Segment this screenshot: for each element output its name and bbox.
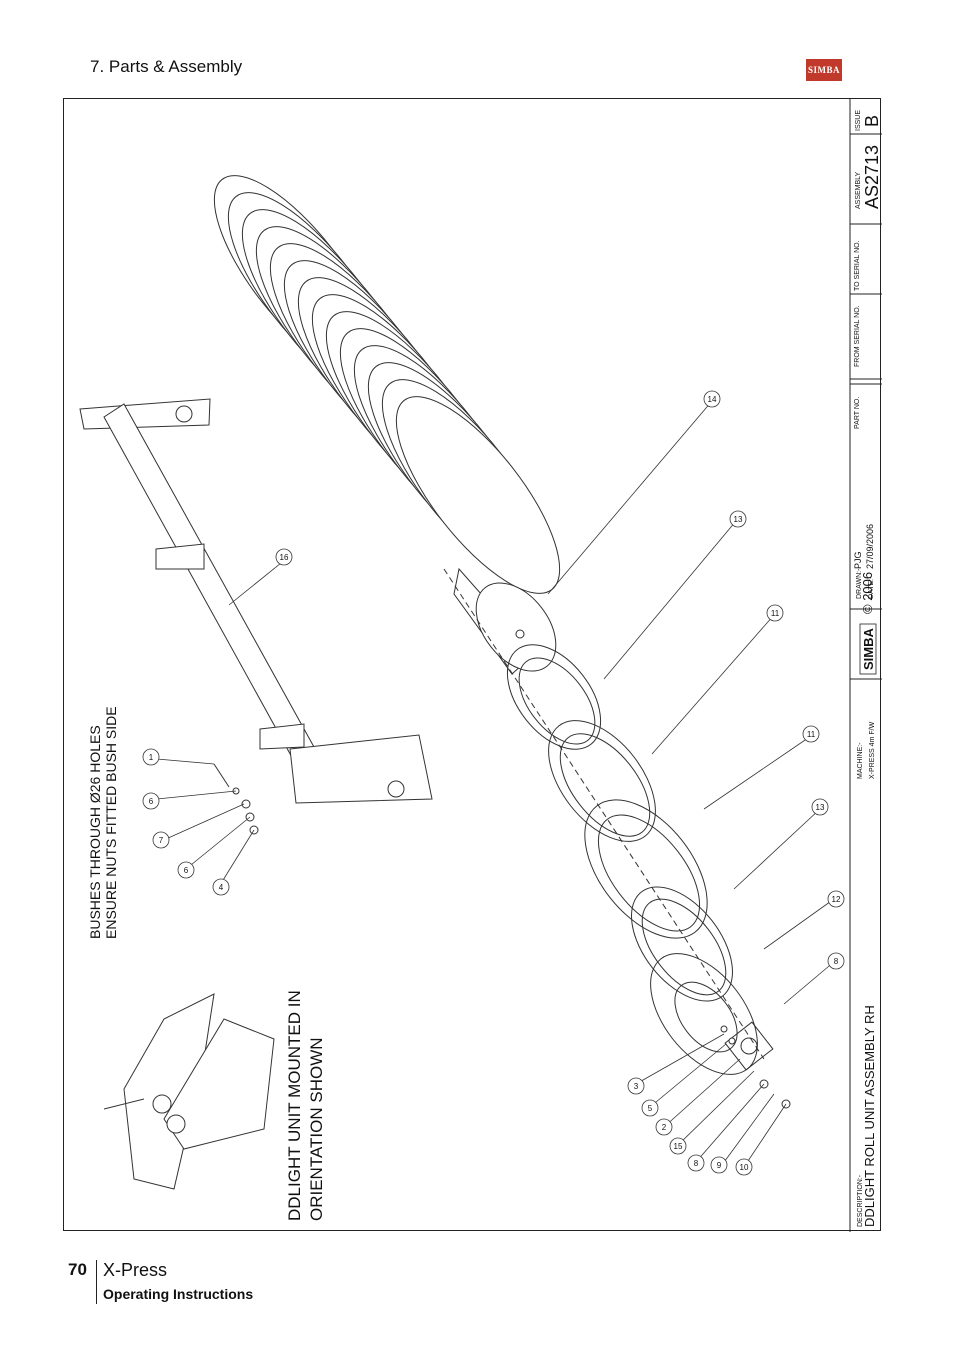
callout-number: 6 [184, 866, 189, 875]
callout-number: 2 [662, 1123, 667, 1132]
side-rings [443, 568, 774, 1075]
drawn-label: DRAWN:- [856, 568, 863, 599]
callout-number: 1 [149, 753, 154, 762]
callout-number: 13 [816, 803, 825, 812]
callout-number: 14 [708, 395, 717, 404]
roll-body [213, 175, 561, 675]
orientation-sketch [103, 993, 275, 1190]
simba-logo-box [859, 623, 877, 675]
machine-value: X-PRESS 4m F/W [869, 721, 876, 779]
callout-number: 6 [149, 797, 154, 806]
issue-label: ISSUE [855, 110, 862, 131]
footer-divider [96, 1260, 97, 1304]
issue-value: B [862, 115, 882, 127]
callout-marker: 11 [766, 604, 784, 622]
bushes-note-line2: ENSURE NUTS FITTED BUSH SIDE [103, 706, 119, 939]
callout-marker: 12 [827, 890, 845, 908]
title-block [849, 99, 882, 1232]
callout-number: 11 [771, 609, 780, 618]
drawn-value: PJG [853, 551, 863, 569]
callout-marker: 6 [142, 792, 160, 810]
callout-marker: 14 [703, 390, 721, 408]
callout-layer: 1 6 7 6 4 16 14 13 11 11 13 12 8 3 5 2 1… [142, 390, 845, 1176]
copyright: © 2006 [860, 572, 875, 614]
callout-number: 8 [834, 957, 839, 966]
description-label: DESCRIPTION:- [857, 1174, 864, 1227]
callout-number: 7 [159, 836, 164, 845]
callout-number: 5 [648, 1104, 653, 1113]
notes-layer: BUSHES THROUGH Ø26 HOLES ENSURE NUTS FIT… [87, 110, 882, 1227]
callout-marker: 8 [827, 952, 845, 970]
callout-marker: 15 [669, 1137, 687, 1155]
page-number: 70 [68, 1260, 87, 1279]
machine-label: MACHINE:- [857, 742, 864, 779]
date-label: DATE:- [868, 576, 875, 599]
callout-number: 9 [717, 1161, 722, 1170]
assembly-drawing [79, 99, 882, 1232]
assembly-label: ASSEMBLY [855, 171, 862, 209]
part-no-label: PART NO. [854, 397, 861, 429]
callout-number: 13 [734, 515, 743, 524]
callout-marker: 2 [655, 1118, 673, 1136]
callout-marker: 8 [687, 1154, 705, 1172]
drawing-frame: 1 6 7 6 4 16 14 13 11 11 13 12 8 3 5 2 1… [63, 98, 882, 1232]
mounting-bar [79, 398, 433, 804]
callout-marker: 4 [212, 878, 230, 896]
callout-number: 12 [832, 895, 841, 904]
callout-number: 3 [634, 1082, 639, 1091]
callout-marker: 13 [811, 798, 829, 816]
callout-marker: 3 [627, 1077, 645, 1095]
orientation-note-line2: ORIENTATION SHOWN [307, 1037, 326, 1221]
from-serial-label: FROM SERIAL NO. [854, 305, 861, 367]
callout-marker: 16 [275, 548, 293, 566]
bushes-note-line1: BUSHES THROUGH Ø26 HOLES [87, 725, 103, 939]
callout-marker: 7 [152, 831, 170, 849]
callout-marker: 1 [142, 748, 160, 766]
callout-number: 16 [280, 553, 289, 562]
callout-number: 11 [807, 730, 816, 739]
section-title: 7. Parts & Assembly [90, 57, 243, 76]
product-name: X-Press [103, 1260, 168, 1280]
date-value: 27/09/2006 [865, 524, 875, 569]
orientation-note-line1: DDLIGHT UNIT MOUNTED IN [285, 990, 304, 1221]
title-logo: SIMBA [861, 628, 876, 671]
callout-marker: 9 [710, 1156, 728, 1174]
callout-number: 15 [674, 1142, 683, 1151]
to-serial-label: TO SERIAL NO. [854, 240, 861, 291]
leader-lines [156, 400, 836, 1170]
callout-marker: 11 [802, 725, 820, 743]
callout-number: 10 [740, 1163, 749, 1172]
callout-marker: 6 [177, 861, 195, 879]
assembly-number: AS2713 [862, 145, 882, 209]
description-value: DDLIGHT ROLL UNIT ASSEMBLY RH [862, 1005, 877, 1227]
callout-marker: 5 [641, 1099, 659, 1117]
footer-subtitle: Operating Instructions [103, 1286, 254, 1302]
simba-logo: SIMBA [806, 59, 842, 81]
callout-marker: 10 [735, 1158, 753, 1176]
callout-number: 8 [694, 1159, 699, 1168]
callout-number: 4 [219, 883, 224, 892]
callout-marker: 13 [729, 510, 747, 528]
